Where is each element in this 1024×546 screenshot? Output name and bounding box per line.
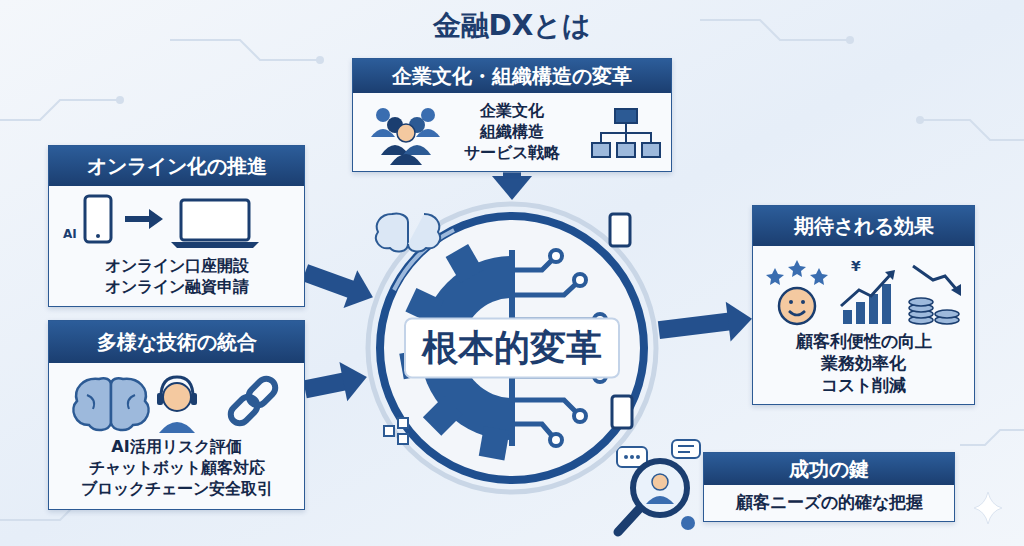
core-label: 根本的変革 [404,318,620,379]
box-heading: オンライン化の推進 [87,153,267,180]
diagram-title: 金融DXとは [0,8,1024,44]
effects-box: 期待される効果顧客利便性の向上 業務効率化 コスト削減 [752,205,975,405]
technology-box: 多様な技術の統合 AI活用リスク評価 チャットボット顧客対応 ブロックチェーン安全… [48,320,305,510]
box-heading: 企業文化・組織構造の変革 [392,63,632,90]
box-heading: 期待される効果 [794,213,934,240]
box-body-text: AI活用リスク評価 チャットボット顧客対応 ブロックチェーン安全取引 [81,437,273,499]
box-body-text: 企業文化 組織構造 サービス戦略 [464,101,560,163]
ai-brain-icon [376,213,440,251]
box-heading: 成功の鍵 [789,456,869,483]
core-circle: 根本的変革 [364,200,660,496]
flow-arrow [492,172,532,200]
box-body-text: 顧客利便性の向上 業務効率化 コスト削減 [796,330,932,396]
magnifier-icon [617,440,700,532]
ai-label: AI [63,228,77,240]
box-body-text: オンライン口座開設 オンライン融資申請 [105,256,249,298]
yen-label: ¥ [851,259,861,273]
flow-arrow [305,270,373,308]
success-key-box: 成功の鍵顧客ニーズの的確な把握 [703,452,955,522]
flow-arrow [305,362,367,401]
flow-arrow [659,302,752,342]
online-box: オンライン化の推進オンライン口座開設 オンライン融資申請 [48,145,305,307]
box-body-text: 顧客ニーズの的確な把握 [736,491,923,513]
culture-box: 企業文化・組織構造の変革企業文化 組織構造 サービス戦略 [352,58,672,172]
box-heading: 多様な技術の統合 [97,329,257,356]
